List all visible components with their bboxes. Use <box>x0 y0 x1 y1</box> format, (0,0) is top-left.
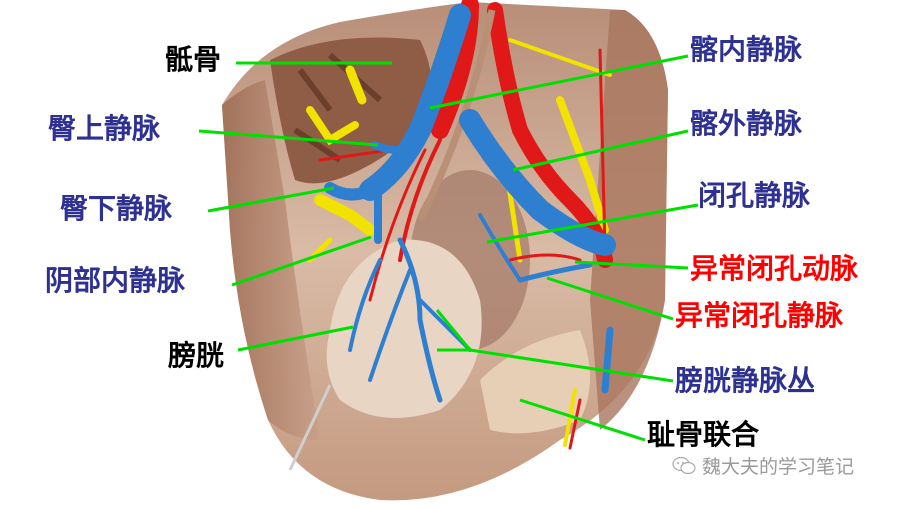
label-sacrum: 骶骨 <box>165 43 222 76</box>
label-internal-pudendal-vein: 阴部内静脉 <box>45 264 186 297</box>
right-pelvic-wall <box>590 10 668 430</box>
label-external-iliac-vein: 髂外静脉 <box>690 107 803 140</box>
bladder-organ <box>326 239 482 418</box>
left-pelvic-wall <box>222 80 320 440</box>
veins <box>324 4 616 403</box>
watermark-text: 魏大夫的学习笔记 <box>702 456 855 478</box>
label-internal-iliac-vein: 髂内静脉 <box>690 33 803 66</box>
label-vesical-venous-plexus: 膀胱静脉丛 <box>675 364 816 397</box>
pubic-symphysis-bone <box>480 330 590 434</box>
leader-lines <box>198 54 699 442</box>
label-superior-gluteal-vein: 臀上静脉 <box>48 112 161 145</box>
label-obturator-vein: 闭孔静脉 <box>698 179 811 212</box>
label-inferior-gluteal-vein: 臀下静脉 <box>60 192 173 225</box>
label-pubic-symphysis: 耻骨联合 <box>647 418 760 451</box>
label-aberrant-obturator-vein: 异常闭孔静脉 <box>675 299 844 332</box>
label-bladder: 膀胱 <box>168 339 225 372</box>
wechat-icon <box>672 456 696 474</box>
watermark: 魏大夫的学习笔记 <box>672 452 854 479</box>
label-aberrant-obturator-artery: 异常闭孔动脉 <box>690 252 859 285</box>
